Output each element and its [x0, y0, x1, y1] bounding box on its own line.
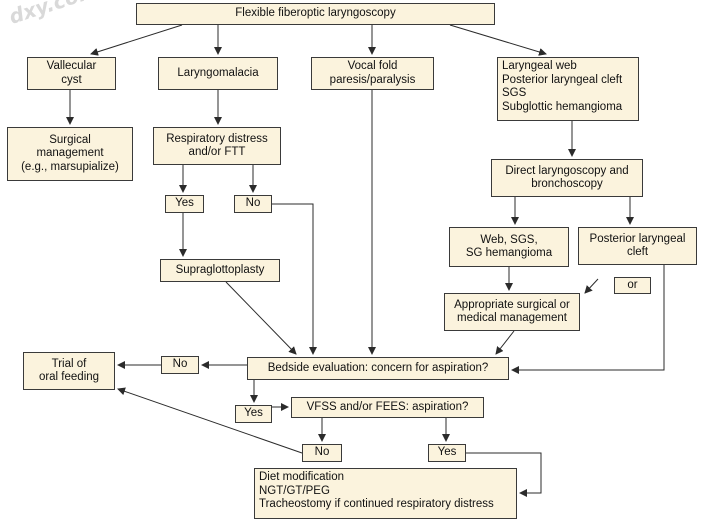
vallecular-cyst-box-text-0: Vallecular	[46, 60, 97, 72]
supraglottoplasty-box: Supraglottoplasty	[160, 259, 280, 282]
yes-label-bedside: Yes	[235, 405, 272, 423]
web-sgs-hemangioma-box-text-0: Web, SGS,	[480, 233, 538, 246]
or-label: or	[614, 277, 651, 294]
surgical-management-box-text-0: Surgical	[49, 133, 91, 146]
no-label-bedside: No	[161, 356, 199, 374]
no-label-bedside-text-0: No	[172, 358, 188, 371]
vocal-fold-paresis-box-text-0: Vocal fold	[347, 60, 398, 72]
diet-modification-box-text-2: Tracheostomy if continued respiratory di…	[259, 498, 494, 510]
vfss-fees-box: VFSS and/or FEES: aspiration?	[291, 397, 484, 418]
posterior-cleft-box-text-1: cleft	[626, 246, 649, 258]
no-label-resp: No	[234, 195, 272, 213]
appropriate-management-box-text-1: medical management	[457, 312, 567, 324]
connector-arrow-16	[584, 278, 599, 294]
connector-arrow-10	[225, 281, 297, 355]
bedside-evaluation-box: Bedside evaluation: concern for aspirati…	[247, 357, 509, 380]
laryngeal-web-group-box-text-2: SGS	[502, 87, 527, 99]
yes-label-vfss: Yes	[428, 444, 466, 462]
surgical-management-box-text-1: management	[36, 147, 104, 160]
diet-modification-box-text-0: Diet modification	[259, 471, 345, 483]
connector-arrow-25	[117, 387, 303, 454]
connector-arrow-9	[272, 203, 317, 355]
connector-arrow-18	[511, 265, 665, 374]
laryngomalacia-box-text-0: Laryngomalacia	[177, 66, 259, 79]
vallecular-cyst-box-text-1: cyst	[61, 73, 82, 86]
yes-label-vfss-text-0: Yes	[437, 446, 457, 459]
connector-arrow-3	[449, 24, 547, 56]
trial-oral-feeding-box-text-1: oral feeding	[38, 371, 100, 383]
diet-modification-box-text-1: NGT/GT/PEG	[259, 484, 330, 497]
web-sgs-hemangioma-box: Web, SGS,SG hemangioma	[449, 227, 569, 267]
direct-laryngoscopy-box-text-0: Direct laryngoscopy and	[505, 164, 629, 177]
flexible-laryngoscopy-box-text-0: Flexible fiberoptic laryngoscopy	[235, 7, 396, 20]
yes-label-resp: Yes	[165, 195, 204, 213]
laryngeal-web-group-box-text-3: Subglottic hemangioma	[502, 100, 623, 113]
laryngeal-web-group-box-text-0: Laryngeal web	[502, 60, 577, 72]
laryngeal-web-group-box-text-1: Posterior laryngeal cleft	[502, 73, 623, 86]
respiratory-distress-box-text-0: Respiratory distress	[166, 132, 268, 145]
bedside-evaluation-box-text-0: Bedside evaluation: concern for aspirati…	[267, 361, 489, 374]
no-label-vfss-text-0: No	[314, 446, 330, 459]
or-label-text-0: or	[627, 278, 638, 291]
appropriate-management-box-text-0: Appropriate surgical or	[454, 298, 570, 311]
posterior-cleft-box-text-0: Posterior laryngeal	[589, 232, 686, 245]
vocal-fold-paresis-box-text-1: paresis/paralysis	[329, 73, 416, 86]
yes-label-bedside-text-0: Yes	[244, 407, 263, 420]
no-label-resp-text-0: No	[245, 197, 261, 210]
vfss-fees-box-text-0: VFSS and/or FEES: aspiration?	[306, 400, 469, 413]
connector-arrow-17	[495, 330, 515, 355]
respiratory-distress-box-text-1: and/or FTT	[188, 146, 246, 158]
laryngomalacia-box: Laryngomalacia	[158, 57, 278, 90]
direct-laryngoscopy-box-text-1: bronchoscopy	[531, 178, 603, 190]
web-sgs-hemangioma-box-text-1: SG hemangioma	[465, 247, 553, 259]
no-label-vfss: No	[302, 444, 342, 462]
flexible-laryngoscopy-box: Flexible fiberoptic laryngoscopy	[136, 3, 495, 25]
yes-label-resp-text-0: Yes	[175, 197, 194, 210]
surgical-management-box-text-2: (e.g., marsupialize)	[21, 160, 119, 173]
trial-oral-feeding-box-text-0: Trial of	[51, 357, 87, 370]
connector-arrow-0	[90, 24, 183, 56]
connector-arrow-26	[466, 452, 542, 497]
supraglottoplasty-box-text-0: Supraglottoplasty	[175, 263, 265, 276]
